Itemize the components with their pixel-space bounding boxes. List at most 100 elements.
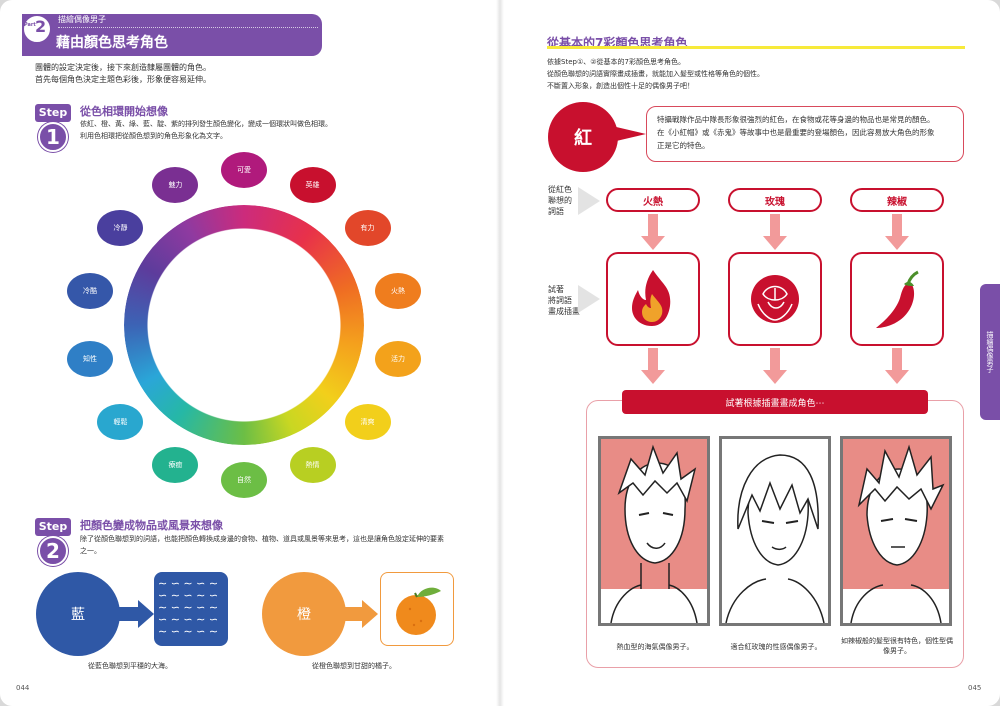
wheel-bubble: 火熱 — [375, 272, 422, 309]
orange-caption: 從橙色聯想到甘甜的橘子。 — [312, 662, 396, 670]
draw-label-3: 畫成插畫 — [548, 307, 580, 316]
caption-2: 適合紅玫瑰的性感偶像男子。 — [730, 643, 822, 651]
header-divider — [58, 27, 318, 28]
draw-label-1: 試著 — [548, 285, 564, 294]
down-arrow-1b-head — [641, 370, 665, 384]
part-number: 2 — [35, 17, 47, 36]
wheel-bubble: 魅力 — [152, 167, 199, 204]
step2-desc-2: 之一。 — [80, 547, 101, 555]
draw-arrow — [578, 285, 600, 313]
character-illustration-3 — [843, 444, 949, 623]
down-arrow-3a-head — [885, 236, 909, 250]
part-header-band — [22, 14, 322, 56]
character-portrait-3 — [840, 436, 952, 626]
blue-arrow-shaft — [118, 607, 140, 621]
blue-arrow-head — [138, 600, 154, 628]
draw-label: 試著 將詞語 畫成插畫 — [548, 284, 580, 317]
down-arrow-1a — [648, 214, 658, 236]
color-wheel — [124, 205, 364, 445]
right-intro-3: 不斷置入形象，創造出個性十足的偶像男子吧！ — [547, 82, 694, 90]
wheel-bubble: 熱情 — [289, 446, 336, 483]
series-title: 描繪偶像男子 — [58, 15, 106, 24]
step1-title: 從色相環開始想像 — [80, 105, 168, 118]
page-number-right: 045 — [968, 684, 982, 692]
part-badge — [22, 14, 52, 44]
wheel-bubble: 可愛 — [221, 152, 267, 189]
blue-caption: 從藍色聯想到平穩的大海。 — [88, 662, 172, 670]
spine-shadow — [496, 0, 504, 706]
step2-desc-1: 除了從顏色聯想到的詞語，也能把顏色轉換成身邊的食物、植物、道具或風景等來思考，這… — [80, 535, 444, 543]
step1-badge: Step 1 — [35, 104, 71, 160]
down-arrow-1a-head — [641, 236, 665, 250]
down-arrow-2a — [770, 214, 780, 236]
step1-desc-2: 利用色相環把從顏色想到的角色形象化為文字。 — [80, 132, 227, 140]
fire-picture-box — [606, 252, 700, 346]
down-arrow-3b-head — [885, 370, 909, 384]
red-desc-3: 正是它的特色。 — [657, 141, 710, 150]
wheel-bubble: 有力 — [344, 210, 391, 247]
character-portrait-1 — [598, 436, 710, 626]
assoc-label-3: 詞語 — [548, 207, 564, 216]
left-page: Part 2 描繪偶像男子 藉由顏色思考角色 團體的設定決定後，接下來創造隸屬團… — [0, 0, 500, 706]
caption-1: 熱血型的海氣偶像男子。 — [616, 643, 694, 651]
word-pill-3: 辣椒 — [850, 188, 944, 212]
assoc-label: 從紅色 聯想的 詞語 — [548, 184, 572, 217]
right-intro-1: 依據Step①、②從基本的7彩顏色思考角色。 — [547, 58, 685, 66]
character-portrait-2 — [719, 436, 831, 626]
caption-3: 如辣椒般的髮型很有特色，個性型偶像男子。 — [841, 637, 953, 655]
wheel-bubble: 清爽 — [344, 403, 391, 440]
intro-line-1: 團體的設定決定後，接下來創造隸屬團體的角色。 — [35, 63, 211, 72]
step2-title: 把顏色變成物品或風景來想像 — [80, 519, 223, 532]
right-intro-2: 從顏色聯想的詞語實際畫成插畫，就能加入髮型或性格等角色的個性。 — [547, 70, 764, 78]
wheel-bubble: 自然 — [221, 461, 267, 498]
mandarin-illustration-box — [380, 572, 454, 646]
wheel-bubble: 冷靜 — [97, 210, 144, 247]
down-arrow-3b — [892, 348, 902, 370]
blue-circle: 藍 — [36, 572, 120, 656]
word-pill-1: 火熱 — [606, 188, 700, 212]
rose-icon — [751, 275, 799, 323]
wheel-bubble: 英雄 — [289, 167, 336, 204]
red-desc-1: 特攝戰隊作品中隊長形象很強烈的紅色，在食物或花等身邊的物品也是常見的顏色。 — [657, 115, 935, 124]
down-arrow-2b-head — [763, 370, 787, 384]
chili-icon — [876, 270, 919, 328]
speech-tail — [612, 126, 646, 142]
title-underline — [547, 46, 965, 49]
character-illustration-2 — [722, 439, 828, 623]
step2-number: 2 — [38, 536, 68, 566]
orange-circle: 橙 — [262, 572, 346, 656]
rose-picture-box — [728, 252, 822, 346]
orange-arrow-head — [362, 600, 378, 628]
chili-picture-box — [850, 252, 944, 346]
assoc-label-2: 聯想的 — [548, 196, 572, 205]
step1-number: 1 — [38, 122, 68, 152]
red-word-circle: 紅 — [548, 102, 618, 172]
wheel-bubble: 活力 — [375, 341, 422, 378]
wheel-bubble: 療癒 — [152, 446, 199, 483]
intro-line-2: 首先每個角色決定主題色彩後，形象便容易延伸。 — [35, 75, 211, 84]
assoc-arrow — [578, 187, 600, 215]
orange-arrow-shaft — [344, 607, 364, 621]
part-label: Part — [24, 22, 36, 28]
red-description-box: 特攝戰隊作品中隊長形象很強烈的紅色，在食物或花等身邊的物品也是常見的顏色。 在《… — [646, 106, 964, 162]
draw-label-2: 將詞語 — [548, 296, 572, 305]
step2-badge: Step 2 — [35, 518, 71, 574]
wheel-bubble: 冷酷 — [66, 272, 113, 309]
step1-word: Step — [35, 104, 71, 122]
step2-word: Step — [35, 518, 71, 536]
word-pill-2: 玫瑰 — [728, 188, 822, 212]
draw-character-banner: 試著根據插畫畫成角色⋯ — [622, 390, 928, 414]
step1-desc-1: 依紅、橙、黃、綠、藍、靛、紫的排列發生顏色變化，變成一個環狀叫做色相環。 — [80, 120, 332, 128]
down-arrow-3a — [892, 214, 902, 236]
page-number-left: 044 — [16, 684, 30, 692]
chapter-title: 藉由顏色思考角色 — [56, 35, 168, 51]
chapter-side-tab: 描繪偶像男子 — [980, 284, 1000, 420]
assoc-label-1: 從紅色 — [548, 185, 572, 194]
down-arrow-1b — [648, 348, 658, 370]
red-desc-2: 在《小紅帽》或《赤鬼》等故事中也是最重要的登場顏色，因此容易放大角色的形象 — [657, 128, 935, 137]
character-illustration-1 — [601, 444, 707, 623]
down-arrow-2a-head — [763, 236, 787, 250]
wheel-bubble: 知性 — [66, 341, 113, 378]
down-arrow-2b — [770, 348, 780, 370]
mandarin-icon — [396, 587, 441, 635]
